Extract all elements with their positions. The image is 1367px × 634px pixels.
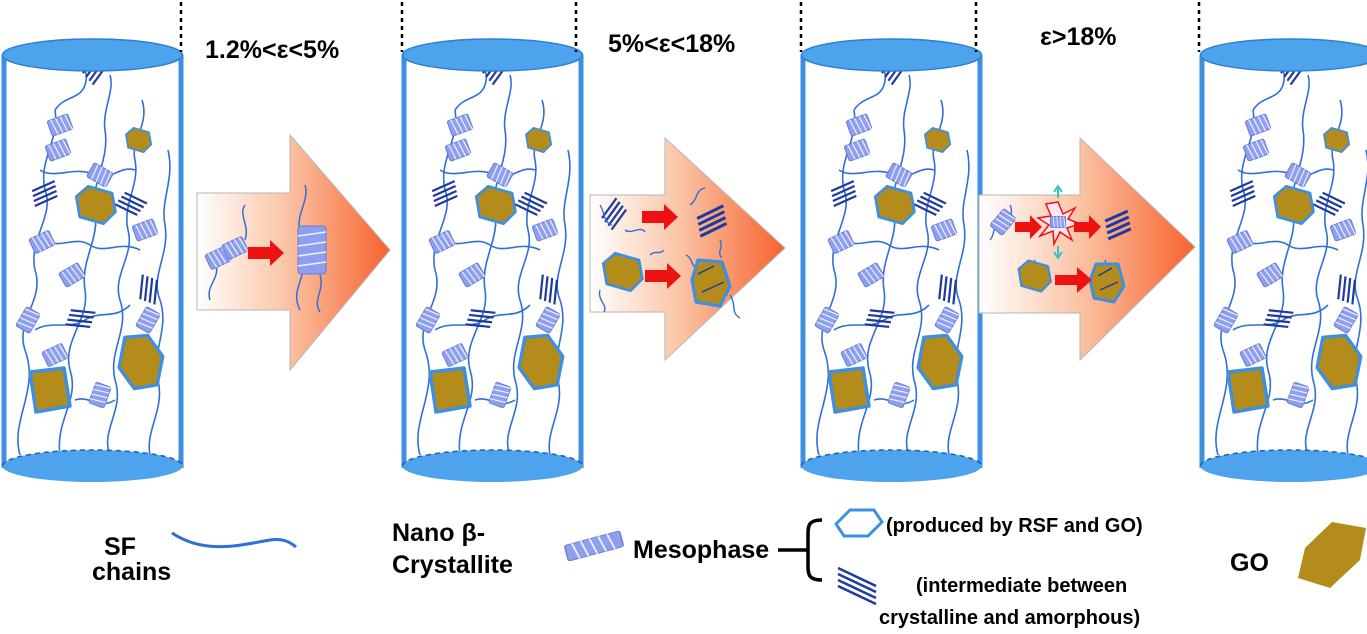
stage-2-label: 5%<ε<18% <box>608 30 735 58</box>
sf-chain-swatch <box>171 531 297 549</box>
legend-go-label: GO <box>1230 549 1269 577</box>
mesophase-stack-swatch <box>837 566 877 606</box>
transition-arrow-2 <box>589 136 786 362</box>
stage-3-label: ε>18% <box>1040 23 1117 51</box>
legend-nano-label-line1: Nano β- <box>392 519 485 547</box>
cylinder-stage-2 <box>802 39 982 482</box>
legend-mesophase-label: Mesophase <box>633 536 769 564</box>
legend-nano-label-line2: Crystallite <box>392 551 513 579</box>
go-swatch <box>1298 522 1366 588</box>
nano-crystallite-swatch <box>564 530 624 562</box>
stage-1-label: 1.2%<ε<5% <box>205 36 339 64</box>
cylinder-stage-1 <box>403 39 583 482</box>
legend: SF chains Nano β- Crystallite Mesophase … <box>92 508 1366 629</box>
mesophase-bracket <box>778 518 823 582</box>
mesophase-hexagon-swatch <box>834 508 884 538</box>
transition-arrow-3 <box>978 136 1196 362</box>
cylinder-stage-3 <box>1201 39 1367 482</box>
legend-stack-note-line1: (intermediate between <box>916 575 1127 597</box>
transition-arrow-1 <box>196 133 391 372</box>
legend-hex-note: (produced by RSF and GO) <box>886 515 1143 537</box>
legend-sf-label-line2: chains <box>92 558 171 586</box>
strain-markers <box>179 2 1201 52</box>
legend-sf-label-line1: SF <box>104 533 136 561</box>
legend-stack-note-line2: crystalline and amorphous) <box>879 607 1140 629</box>
cylinder-initial <box>3 39 183 482</box>
